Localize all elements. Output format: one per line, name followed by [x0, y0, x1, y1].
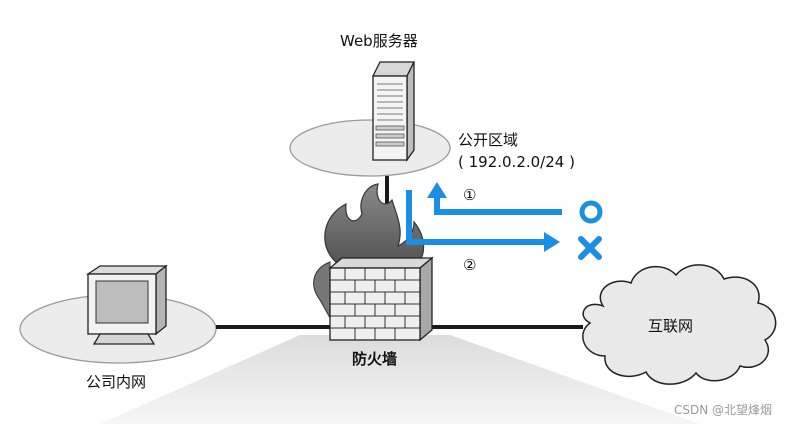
subnet-label: ( 192.0.2.0/24 )	[458, 153, 575, 171]
public-zone-ellipse	[289, 119, 451, 177]
internet-label: 互联网	[648, 317, 694, 335]
flow-arrow-1-head	[427, 182, 447, 198]
monitor-icon	[85, 264, 168, 345]
firewall-icon	[313, 183, 434, 342]
flow-1-label: ①	[463, 186, 477, 204]
flow-arrows	[406, 190, 562, 245]
public-zone-label: 公开区域	[458, 131, 519, 149]
flow-2-label: ②	[463, 256, 477, 274]
flow-arrow-1	[434, 196, 562, 215]
web-server-label: Web服务器	[340, 32, 418, 50]
flow-arrow-2-head	[544, 232, 560, 252]
watermark: CSDN @北望烽烟	[674, 403, 773, 417]
server-icon	[371, 61, 416, 163]
allowed-circle-icon	[579, 200, 603, 224]
blocked-cross-icon	[578, 236, 602, 260]
internal-net-label: 公司内网	[86, 373, 147, 391]
floor-shadow	[100, 335, 700, 424]
firewall-label: 防火墙	[352, 350, 398, 368]
flow-arrow-2	[406, 190, 546, 245]
cloud-icon	[582, 264, 777, 385]
